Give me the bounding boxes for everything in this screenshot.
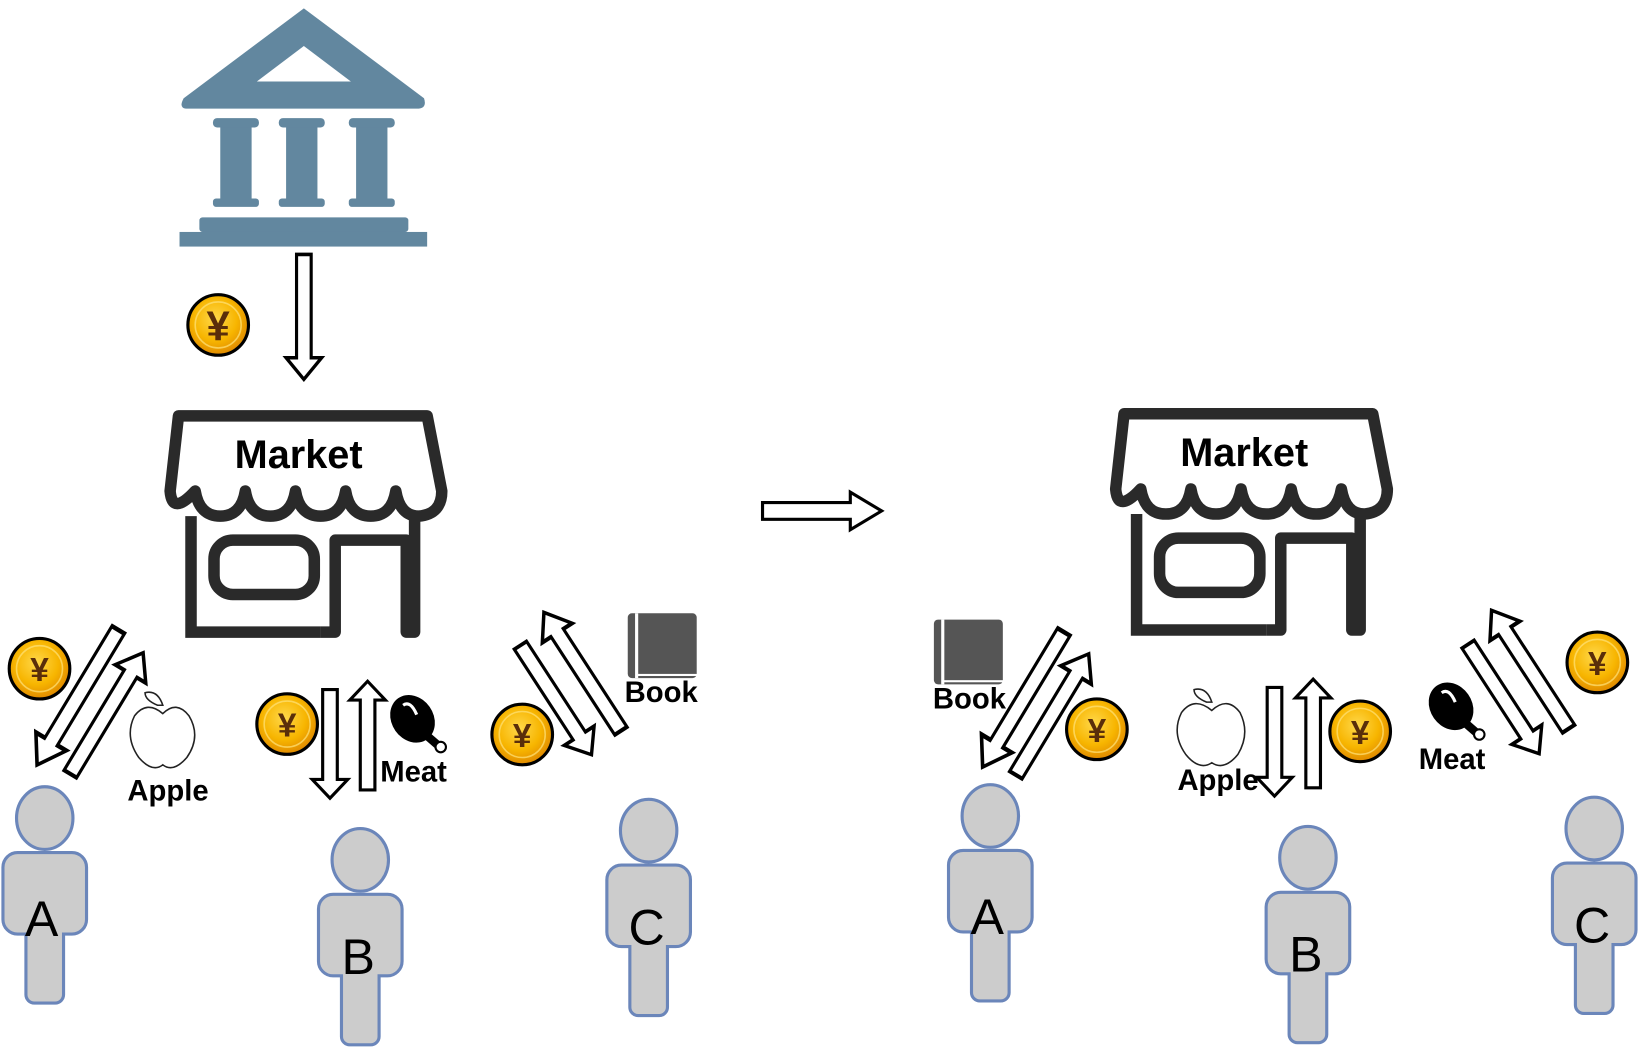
item-label: Book [625, 677, 699, 709]
right-arrow-icon [760, 489, 885, 533]
market-right: Market [1116, 414, 1388, 630]
bank-to-market-arrow [284, 252, 324, 382]
person-label: A [970, 889, 1004, 945]
person-c-right: C [1550, 795, 1638, 1016]
arrow-to-market [1293, 677, 1333, 790]
person-label: C [1574, 897, 1610, 953]
yen-symbol: ¥ [513, 718, 532, 755]
item-label: Apple [1177, 765, 1258, 797]
item-label: Book [933, 683, 1007, 715]
market-left: Market [170, 416, 442, 632]
yen-symbol: ¥ [30, 652, 49, 689]
book-icon [627, 613, 698, 679]
yen-symbol: ¥ [1588, 646, 1607, 683]
apple-icon [1176, 688, 1246, 767]
person-label: C [628, 900, 664, 956]
market-label: Market [235, 433, 363, 477]
exchange-b-left: ¥ Meat [255, 679, 447, 800]
exchange-b-right: Apple ¥ [1176, 677, 1393, 798]
person-c-left: C [605, 797, 693, 1018]
bank-icon [179, 8, 428, 247]
book-icon [933, 619, 1004, 685]
yen-symbol: ¥ [207, 303, 231, 350]
yen-symbol: ¥ [1351, 715, 1370, 752]
person-label: B [341, 929, 374, 985]
person-label: B [1289, 927, 1322, 983]
item-label: Apple [127, 775, 208, 807]
exchange-a-right: Book ¥ [933, 619, 1129, 787]
exchange-a-left: ¥ Apple [7, 621, 209, 807]
arrow-to-person [1255, 685, 1294, 798]
person-a-left: A [1, 785, 89, 1005]
apple-icon [129, 691, 196, 769]
exchange-c-right: Meat ¥ [1419, 598, 1630, 776]
exchange-c-left: ¥ Book [490, 600, 699, 767]
market-label: Market [1180, 431, 1308, 475]
yen-symbol: ¥ [278, 708, 297, 745]
item-label: Meat [1419, 744, 1486, 776]
yen-symbol: ¥ [1088, 713, 1107, 750]
meat-drumstick-icon [390, 695, 447, 754]
coin-to-market: ¥ [186, 293, 251, 357]
meat-drumstick-icon [1428, 682, 1486, 741]
arrow-to-person [310, 688, 350, 800]
person-a-right: A [946, 783, 1034, 1003]
person-b-left: B [316, 826, 404, 1047]
item-label: Meat [380, 757, 447, 789]
person-label: A [25, 891, 59, 947]
person-b-right: B [1264, 824, 1352, 1045]
